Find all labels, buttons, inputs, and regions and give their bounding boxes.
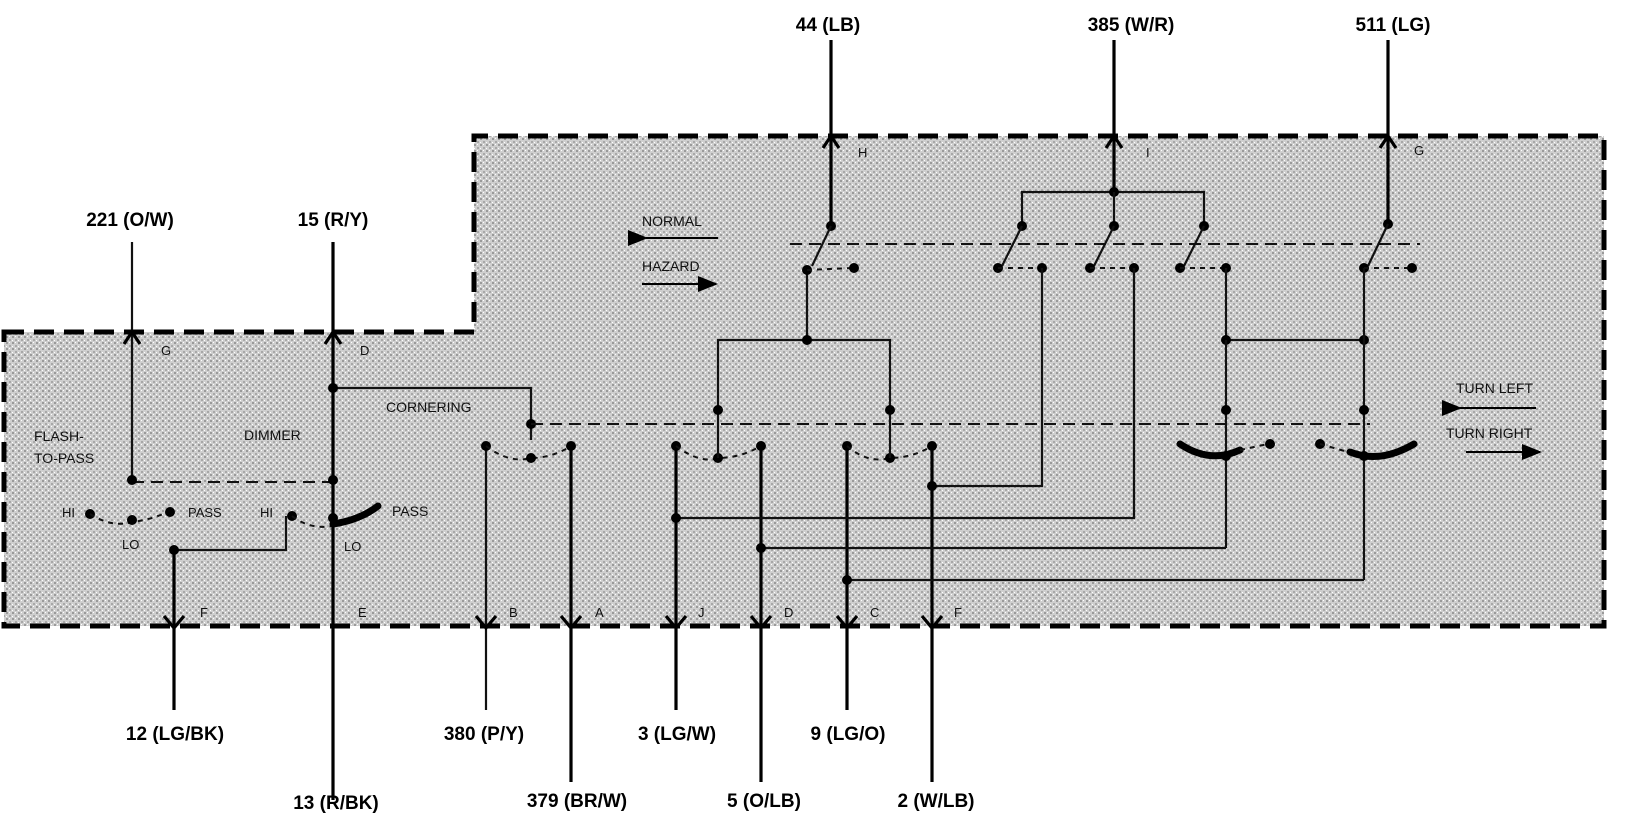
normal-label: NORMAL	[642, 213, 702, 229]
wire-379	[559, 450, 583, 782]
wire-label-15: 15 (R/Y)	[298, 210, 369, 231]
pin-F-left: F	[200, 605, 208, 620]
pin-G-left: G	[161, 343, 171, 358]
pin-A: A	[595, 605, 604, 620]
hi-label-2: HI	[260, 505, 273, 520]
pin-F-right: F	[954, 605, 962, 620]
wire-label-221: 221 (O/W)	[86, 210, 174, 231]
pin-D-bottom: D	[784, 605, 793, 620]
wire-label-380: 380 (P/Y)	[444, 724, 524, 745]
wire-label-5: 5 (O/LB)	[727, 791, 801, 812]
wire-380	[474, 450, 498, 710]
cornering-label: CORNERING	[386, 399, 472, 415]
lo-label-1: LO	[122, 537, 139, 552]
lo-label-2: LO	[344, 539, 361, 554]
wire-label-9: 9 (LG/O)	[811, 724, 886, 745]
wire-221	[122, 242, 142, 480]
pin-G-right: G	[1414, 143, 1424, 158]
wire-label-2: 2 (W/LB)	[897, 791, 974, 812]
wire-5	[749, 450, 773, 782]
wire-44	[821, 40, 841, 228]
wire-label-379: 379 (BR/W)	[527, 791, 627, 812]
pin-J: J	[698, 605, 705, 620]
pin-D-left: D	[360, 343, 369, 358]
pass-label-2: PASS	[392, 503, 428, 519]
wire-label-12: 12 (LG/BK)	[126, 724, 224, 745]
turn-right-label: TURN RIGHT	[1446, 425, 1533, 441]
hi-label-1: HI	[62, 505, 75, 520]
dimmer-label: DIMMER	[244, 427, 301, 443]
pin-I: I	[1146, 145, 1150, 160]
pass-label-1: PASS	[188, 505, 222, 520]
dimmer-switch-section	[85, 383, 536, 555]
pin-H: H	[858, 145, 867, 160]
turn-left-label: TURN LEFT	[1456, 380, 1533, 396]
wire-2	[920, 450, 944, 782]
switch-housing-outline	[1, 133, 1607, 629]
pin-C: C	[870, 605, 879, 620]
wire-511	[1378, 40, 1398, 226]
wire-label-3: 3 (LG/W)	[638, 724, 716, 745]
wire-385	[1104, 40, 1124, 192]
wire-label-385: 385 (W/R)	[1088, 15, 1175, 36]
wire-label-44: 44 (LB)	[796, 15, 860, 36]
flash-to-pass-label: FLASH-	[34, 428, 84, 444]
pin-E: E	[358, 605, 367, 620]
turn-signal-contacts	[1176, 439, 1418, 460]
wire-label-13: 13 (R/BK)	[293, 793, 379, 814]
hazard-switch-section	[671, 187, 1420, 585]
wire-12	[162, 550, 186, 710]
wire-label-511: 511 (LG)	[1356, 15, 1431, 36]
flash-to-pass-label-2: TO-PASS	[34, 450, 94, 466]
wire-3	[664, 450, 688, 710]
pin-B: B	[509, 605, 518, 620]
cornering-contacts	[481, 270, 1370, 463]
hazard-label: HAZARD	[642, 258, 700, 274]
